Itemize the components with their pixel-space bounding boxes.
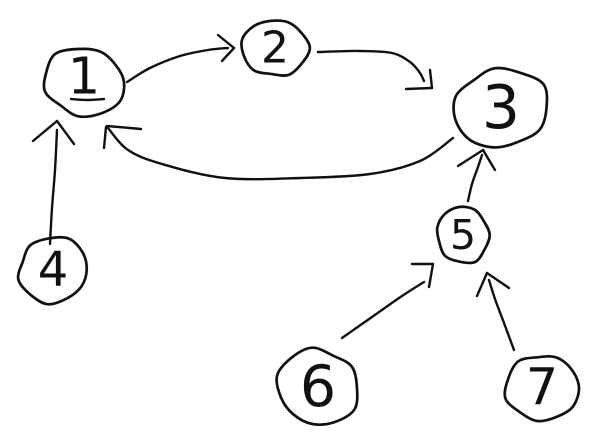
edge-5-3-arrowhead	[481, 148, 497, 172]
edge-6-5	[340, 262, 435, 340]
node-7-outline	[503, 354, 581, 423]
edge-4-1-arrowhead	[55, 119, 76, 146]
node-4-label: 4	[38, 242, 69, 298]
edge-7-5-arrowhead	[485, 271, 511, 290]
edge-3-1-arrowhead	[102, 125, 108, 150]
node-2: 2	[240, 19, 312, 77]
node-3-outline	[452, 66, 549, 149]
node-4-outline	[16, 235, 89, 306]
edge-2-3	[316, 49, 434, 91]
edge-1-2-arrowhead	[220, 46, 236, 63]
node-1-underline	[69, 97, 106, 102]
node-3: 3	[452, 66, 549, 149]
edge-3-1-line	[106, 126, 455, 181]
node-1-outline	[42, 47, 126, 119]
edge-7-5	[475, 271, 516, 352]
edge-1-2	[125, 33, 236, 84]
node-2-label: 2	[261, 23, 289, 74]
edge-7-5-line	[487, 278, 516, 352]
node-6-outline	[275, 346, 359, 426]
edge-7-5-arrowhead	[475, 271, 489, 298]
edge-1-2-arrowhead	[216, 33, 236, 50]
node-1-label: 1	[68, 48, 100, 107]
edge-2-3-arrowhead	[428, 68, 434, 90]
node-5-outline	[435, 205, 492, 265]
node-3-label: 3	[482, 73, 520, 143]
edge-5-3-arrowhead	[456, 148, 485, 168]
edge-1-2-line	[125, 46, 230, 84]
node-6: 6	[275, 346, 359, 426]
node-4: 4	[16, 235, 89, 306]
node-5: 5	[435, 205, 492, 265]
edge-6-5-line	[340, 280, 426, 340]
edge-4-1-arrowhead	[31, 119, 59, 143]
edge-2-3-arrowhead	[404, 86, 434, 91]
edge-6-5-arrowhead	[427, 262, 435, 289]
edge-5-3-line	[466, 153, 484, 203]
edge-2-3-line	[316, 49, 426, 83]
edge-5-3	[456, 148, 497, 203]
node-2-outline	[240, 19, 312, 77]
node-6-label: 6	[300, 354, 336, 420]
edge-4-1-line	[48, 128, 59, 246]
node-5-label: 5	[450, 211, 476, 259]
edge-4-1	[31, 119, 76, 246]
edge-3-1	[102, 124, 455, 181]
node-7: 7	[503, 354, 581, 423]
edge-3-1-arrowhead	[105, 124, 143, 131]
node-1: 1	[42, 47, 126, 119]
node-7-label: 7	[526, 359, 558, 418]
